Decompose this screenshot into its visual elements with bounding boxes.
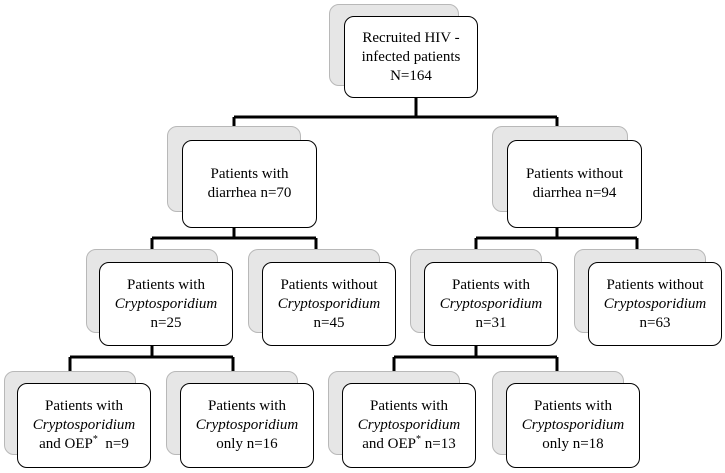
nd-with-crypto-node: Patients with Cryptosporidium n=31 — [424, 262, 558, 346]
wd-crypto-oep-line2: Cryptosporidium — [32, 417, 136, 433]
root-line2: infected patients — [361, 48, 461, 65]
nd-crypto-oep-line2: Cryptosporidium — [357, 417, 461, 433]
nd-with-crypto-line1: Patients with — [452, 276, 530, 293]
wd-without-crypto-line1: Patients without — [280, 276, 378, 293]
wd-without-crypto-line2: Cryptosporidium — [277, 295, 381, 312]
wd-with-crypto-line1: Patients with — [127, 276, 205, 293]
wd-crypto-oep-node: Patients with Cryptosporidium and OEP* n… — [17, 383, 151, 468]
nd-crypto-oep-line3a: and OEP — [362, 436, 417, 452]
root-line1: Recruited HIV - — [362, 29, 460, 46]
nd-crypto-only-node: Patients with Cryptosporidium only n=18 — [506, 383, 640, 468]
wd-crypto-only-line3: only n=16 — [216, 436, 278, 452]
nd-crypto-oep-asterisk: * — [416, 434, 422, 445]
wd-crypto-oep-line1: Patients with — [45, 398, 123, 414]
wd-without-crypto-line3: n=45 — [313, 314, 345, 331]
root-line3: N=164 — [390, 67, 432, 84]
nd-without-crypto-line1: Patients without — [606, 276, 704, 293]
nd-crypto-oep-line3b: n=13 — [421, 436, 456, 452]
root-node: Recruited HIV - infected patients N=164 — [344, 16, 478, 98]
with-diarrhea-line1: Patients with — [210, 166, 289, 182]
wd-crypto-only-node: Patients with Cryptosporidium only n=16 — [180, 383, 314, 468]
nd-without-crypto-line2: Cryptosporidium — [603, 295, 707, 312]
wd-crypto-oep-asterisk: * — [92, 434, 98, 445]
with-diarrhea-line2: diarrhea n=70 — [207, 185, 292, 201]
nd-without-crypto-node: Patients without Cryptosporidium n=63 — [588, 262, 722, 346]
nd-without-crypto-line3: n=63 — [639, 314, 671, 331]
wd-crypto-oep-line3: and OEP* n=9 — [39, 435, 129, 454]
nd-crypto-only-line1: Patients with — [534, 398, 612, 414]
wd-without-crypto-node: Patients without Cryptosporidium n=45 — [262, 262, 396, 346]
without-diarrhea-line2: diarrhea n=94 — [532, 185, 617, 201]
nd-crypto-oep-node: Patients with Cryptosporidium and OEP* n… — [342, 383, 476, 468]
without-diarrhea-line1: Patients without — [525, 166, 624, 182]
without-diarrhea-node: Patients without diarrhea n=94 — [507, 140, 642, 228]
nd-crypto-oep-line3: and OEP* n=13 — [362, 435, 455, 454]
wd-crypto-only-line1: Patients with — [208, 398, 286, 414]
wd-crypto-oep-line3a: and OEP — [39, 436, 93, 452]
wd-crypto-oep-line3b: n=9 — [97, 436, 129, 452]
wd-with-crypto-line3: n=25 — [150, 314, 182, 331]
nd-crypto-only-line3: only n=18 — [542, 436, 604, 452]
wd-crypto-only-line2: Cryptosporidium — [195, 417, 299, 433]
wd-with-crypto-line2: Cryptosporidium — [114, 295, 218, 312]
wd-with-crypto-node: Patients with Cryptosporidium n=25 — [99, 262, 233, 346]
nd-crypto-oep-line1: Patients with — [370, 398, 448, 414]
nd-with-crypto-line3: n=31 — [475, 314, 507, 331]
nd-crypto-only-line2: Cryptosporidium — [521, 417, 625, 433]
with-diarrhea-node: Patients with diarrhea n=70 — [182, 140, 317, 228]
nd-with-crypto-line2: Cryptosporidium — [439, 295, 543, 312]
